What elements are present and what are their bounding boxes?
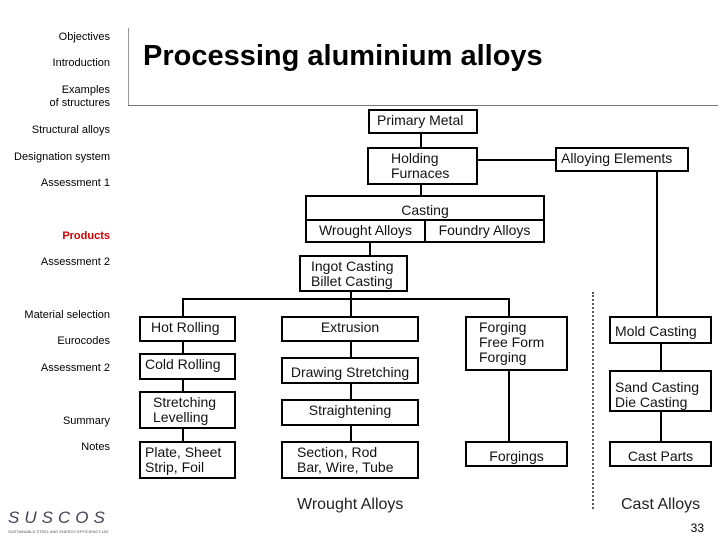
nav-designation-system[interactable]: Designation system	[14, 151, 110, 163]
connector	[350, 342, 352, 358]
straightening-box: Straightening	[281, 399, 419, 426]
connector	[420, 134, 422, 148]
page-number: 33	[690, 521, 704, 535]
connector	[182, 298, 184, 316]
connector	[350, 383, 352, 400]
wrought-alloys-caption: Wrought Alloys	[297, 496, 404, 513]
cold-rolling-box: Cold Rolling	[139, 353, 236, 380]
svg-text:SUSTAINABLE STEEL AND ENERGY E: SUSTAINABLE STEEL AND ENERGY EFFICIENCY …	[8, 529, 109, 534]
connector	[182, 298, 510, 300]
connector	[182, 428, 184, 442]
nav-assessment-2b[interactable]: Assessment 2	[40, 362, 110, 374]
foundry-alloys-box: Foundry Alloys	[424, 219, 545, 243]
wrought-alloys-box: Wrought Alloys	[305, 219, 426, 243]
nav-notes[interactable]: Notes	[81, 441, 110, 453]
mold-casting-box: Mold Casting	[609, 316, 712, 344]
forgings-box: Forgings	[465, 441, 568, 467]
nav-material-selection[interactable]: Material selection	[24, 309, 110, 321]
connector	[420, 184, 422, 196]
ingot-casting-box: Ingot Casting Billet Casting	[299, 255, 408, 292]
alloying-elements-box: Alloying Elements	[555, 147, 689, 172]
holding-furnaces-box: Holding Furnaces	[367, 147, 478, 185]
connector	[660, 343, 662, 370]
suscos-logo-icon: SUSCOS SUSTAINABLE STEEL AND ENERGY EFFI…	[8, 508, 110, 534]
forging-box: Forging Free Form Forging	[465, 316, 568, 371]
connector	[182, 342, 184, 354]
divider-vertical	[128, 28, 129, 106]
wrought-cast-separator	[592, 292, 594, 509]
svg-text:SUSCOS: SUSCOS	[8, 508, 110, 527]
extrusion-box: Extrusion	[281, 316, 419, 342]
nav-eurocodes[interactable]: Eurocodes	[57, 335, 110, 347]
connector	[350, 291, 352, 316]
casting-box: Casting	[305, 195, 545, 221]
primary-metal-box: Primary Metal	[368, 109, 478, 134]
nav-assessment-2[interactable]: Assessment 2	[40, 256, 110, 268]
divider-horizontal	[128, 105, 718, 106]
cast-parts-box: Cast Parts	[609, 441, 712, 467]
nav-structural-alloys[interactable]: Structural alloys	[31, 124, 110, 136]
nav-summary[interactable]: Summary	[62, 415, 110, 427]
cast-alloys-caption: Cast Alloys	[621, 496, 701, 513]
connector	[182, 380, 184, 392]
connector	[508, 298, 510, 316]
stretching-levelling-box: Stretching Levelling	[139, 391, 236, 429]
nav-examples-of-structures[interactable]: Examples of structures	[49, 84, 110, 109]
suscos-logo: SUSCOS SUSTAINABLE STEEL AND ENERGY EFFI…	[4, 505, 122, 535]
plate-sheet-box: Plate, Sheet Strip, Foil	[139, 441, 236, 479]
section-rod-box: Section, Rod Bar, Wire, Tube	[281, 441, 419, 479]
connector	[508, 370, 510, 442]
nav-products[interactable]: Products	[62, 230, 110, 242]
nav-objectives[interactable]: Objectives	[58, 31, 110, 43]
nav-introduction[interactable]: Introduction	[52, 57, 110, 69]
hot-rolling-box: Hot Rolling	[139, 316, 236, 342]
connector	[656, 172, 658, 318]
sand-die-casting-box: Sand Casting Die Casting	[609, 370, 712, 412]
connector	[660, 411, 662, 442]
drawing-stretching-box: Drawing Stretching	[281, 357, 419, 384]
connector	[350, 425, 352, 442]
sidebar-nav: Objectives Introduction Examples of stru…	[0, 0, 118, 540]
connector	[369, 242, 371, 256]
page-title: Processing aluminium alloys	[143, 40, 543, 72]
nav-assessment-1[interactable]: Assessment 1	[40, 177, 110, 189]
connector	[478, 159, 556, 161]
